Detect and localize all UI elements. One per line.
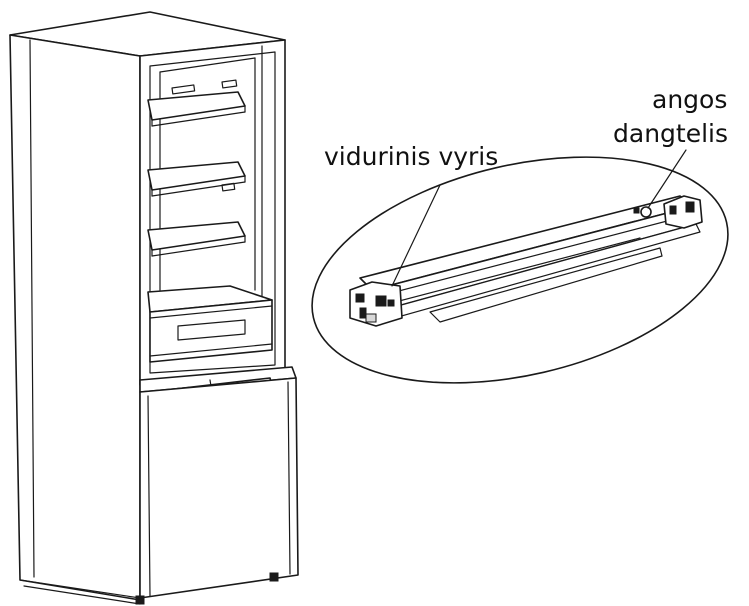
refrigerator-drawing [9,11,299,605]
label-hole-cover-line1: angos [652,85,727,114]
detail-callout [311,149,729,384]
freezer-door [139,377,299,599]
crisper-drawer [147,285,273,363]
shelf-1 [147,91,246,127]
middle-hinge-part [349,195,703,327]
label-middle-hinge: vidurinis vyris [324,142,498,171]
fridge-side [9,34,141,601]
hole-cover [640,206,652,218]
shelf-3 [147,221,246,257]
label-hole-cover-line2: dangtelis [613,119,728,148]
leader-middle-hinge [391,184,441,287]
detail-ellipse [311,156,729,384]
shelf-2 [147,161,246,197]
leader-hole-cover [647,149,687,209]
